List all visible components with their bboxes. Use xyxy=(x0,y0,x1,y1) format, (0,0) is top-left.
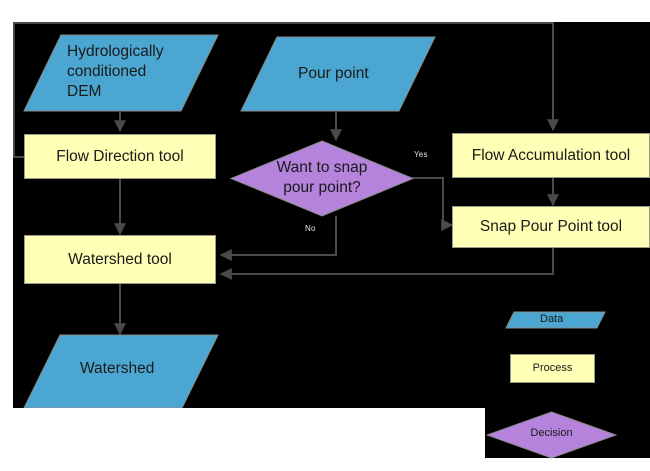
node-label: Hydrologically conditioned DEM xyxy=(67,43,164,100)
legend-decision-shape: Decision xyxy=(486,411,617,459)
node-label: Snap Pour Point tool xyxy=(479,218,623,235)
node-watershed-tool[interactable]: Watershed tool xyxy=(24,235,216,284)
node-label: Flow Direction tool xyxy=(56,147,184,165)
legend-process-label: Process xyxy=(532,362,573,374)
node-label: Watershed xyxy=(80,360,155,377)
legend-process-shape: Process xyxy=(510,354,595,383)
node-watershed-output[interactable]: Watershed xyxy=(23,334,219,408)
legend-decision-label: Decision xyxy=(530,427,573,439)
node-hydrologically-conditioned-dem[interactable]: Hydrologically conditioned DEM xyxy=(23,34,219,112)
decision-diamond-shape xyxy=(230,140,414,217)
data-parallelogram-shape xyxy=(23,334,219,408)
edge-label-no: No xyxy=(305,224,316,233)
data-parallelogram-shape xyxy=(23,34,219,112)
node-snap-pour-point-tool[interactable]: Snap Pour Point tool xyxy=(452,206,650,248)
node-flow-direction-tool[interactable]: Flow Direction tool xyxy=(24,134,216,179)
data-parallelogram-shape xyxy=(505,311,606,329)
node-label: Pour point xyxy=(298,65,369,82)
data-parallelogram-shape xyxy=(240,36,436,112)
legend-data-shape: Data xyxy=(505,311,606,329)
node-label: Watershed tool xyxy=(68,250,172,268)
node-pour-point[interactable]: Pour point xyxy=(240,36,436,112)
node-decision-snap-pour-point[interactable]: Want to snap pour point? xyxy=(230,140,414,217)
decision-diamond-shape xyxy=(486,411,617,459)
node-label: Flow Accumulation tool xyxy=(471,146,631,164)
legend-data-label: Data xyxy=(540,313,564,325)
node-flow-accumulation-tool[interactable]: Flow Accumulation tool xyxy=(452,133,650,178)
node-label: Want to snap pour point? xyxy=(276,159,368,196)
edge-label-yes: Yes xyxy=(414,150,428,159)
